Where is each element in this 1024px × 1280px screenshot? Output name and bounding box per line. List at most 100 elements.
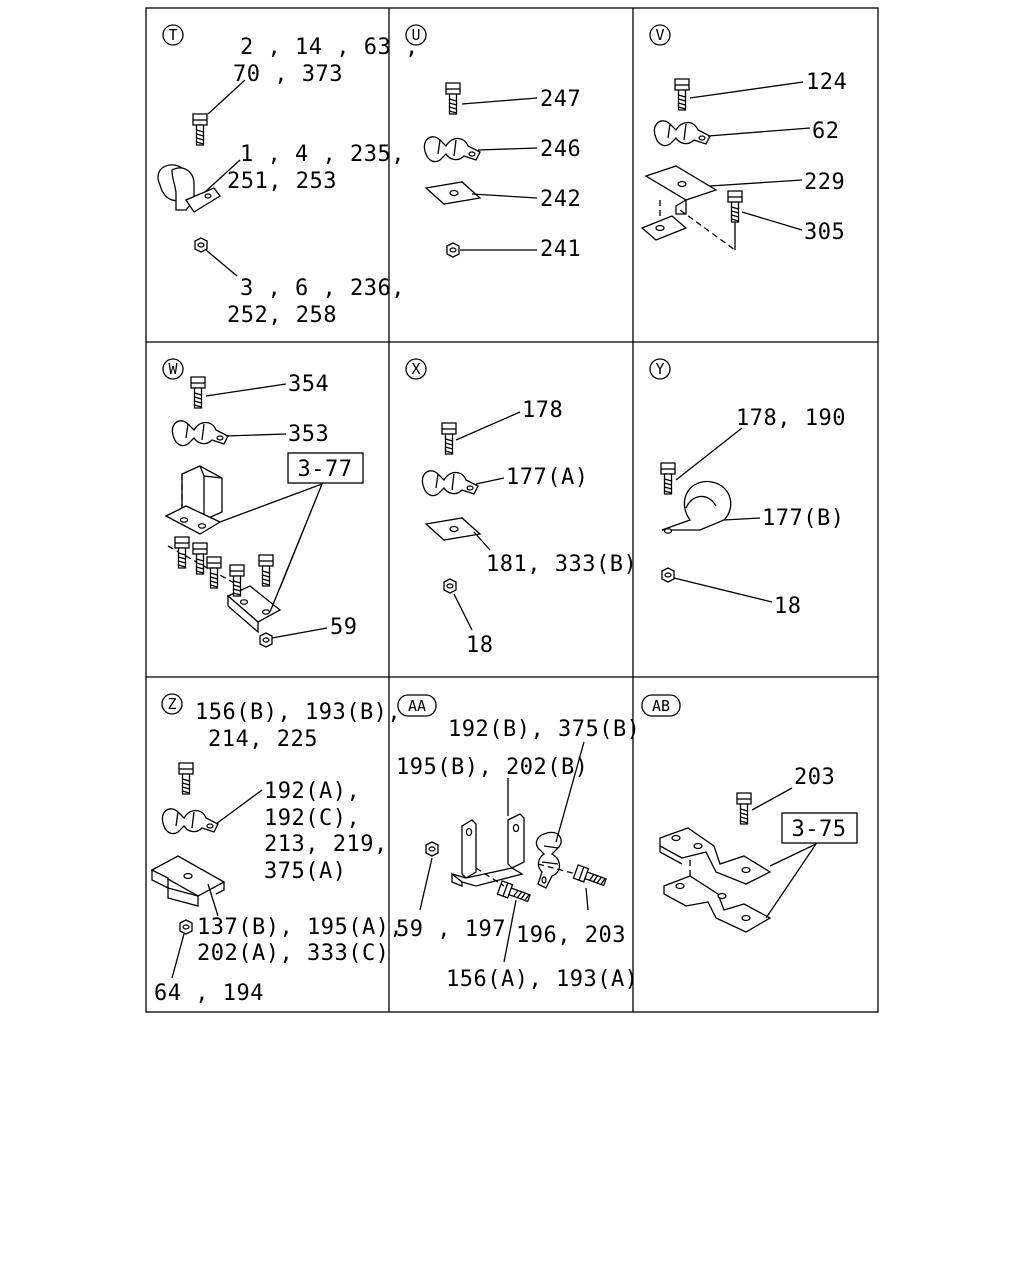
panel-grid [145,7,879,1013]
bolt-icon [674,78,690,111]
panel-t: T 2 , 14 , 63 , 70 , 373 1 , 4 , 235, 25… [157,24,419,328]
svg-text:AB: AB [652,697,670,715]
callout-label: 246 [540,137,581,162]
callout-label: 354 [288,372,329,397]
clip-icon [421,470,479,497]
bolt-icon [192,542,208,575]
svg-text:3-75: 3-75 [792,817,847,842]
callout-label: 375(A) [264,859,346,884]
callout-label: 242 [540,187,581,212]
callout-label: 195(B), 202(B) [396,755,588,780]
nut-icon [194,237,208,253]
callout-label: 178, 190 [736,406,846,431]
svg-text:3-77: 3-77 [298,457,353,482]
callout-label: 64 , 194 [154,981,264,1006]
reference-box: 3-77 [287,452,364,484]
callout-label: 214, 225 [208,727,318,752]
callout-label: 62 [812,119,840,144]
callout-label: 124 [806,70,847,95]
bracket-icon [640,165,736,251]
clip-icon [171,420,229,447]
panel-tag-v: V [649,24,671,46]
panel-tag-y: Y [649,358,671,380]
callout-label: 156(B), 193(B), [195,700,401,725]
panel-u: U 247 246 242 241 [405,24,581,262]
callout-label: 353 [288,422,329,447]
callout-label: 213, 219, [264,832,388,857]
svg-text:AA: AA [408,697,426,715]
bolt-icon [258,554,274,587]
bolt-icon [190,376,206,409]
reference-box: 3-75 [781,812,858,844]
panel-z: Z 156(B), 193(B), 214, 225 192(A), 192(C… [150,693,403,1006]
bolt-icon [206,556,222,589]
bolt-icon [660,462,676,495]
callout-label: 178 [522,398,563,423]
callout-label: 192(C), [264,806,360,831]
clip-icon [423,136,481,163]
callout-label: 59 , 197 [396,917,506,942]
bolt-icon [727,190,743,223]
nut-icon [179,919,193,935]
callout-label: 156(A), 193(A) [446,967,638,992]
bracket-icon [451,813,525,887]
callout-label: 2 , 14 , 63 , [240,35,419,60]
callout-label: 137(B), 195(A), [197,915,403,940]
bolt-icon [174,536,190,569]
svg-text:T: T [168,26,177,44]
nut-icon [259,632,273,648]
svg-text:Z: Z [167,695,176,713]
panel-tag-ab: AB [641,694,681,717]
nut-icon [661,567,675,583]
bracket-icon [659,827,772,933]
bolt-icon [178,762,194,795]
clip-icon [157,164,221,213]
callout-label: 203 [794,765,835,790]
bolt-icon [736,792,752,825]
panel-tag-t: T [162,24,184,46]
callout-label: 251, 253 [227,169,337,194]
svg-text:U: U [411,26,420,44]
svg-text:V: V [655,26,664,44]
plate-icon [425,517,481,541]
callout-label: 18 [466,633,494,658]
panel-tag-u: U [405,24,427,46]
bolt-icon [441,422,457,455]
callout-label: 18 [774,594,802,619]
panel-tag-w: W [162,358,184,380]
plate-icon [425,181,481,205]
clip-icon [661,480,732,534]
panel-w: W 354 353 3-77 59 [162,358,364,648]
clip-icon [653,120,711,147]
bolt-icon [572,864,608,890]
nut-icon [443,578,457,594]
callout-label: 59 [330,615,358,640]
panel-tag-x: X [405,358,427,380]
callout-label: 1 , 4 , 235, [240,142,405,167]
panel-v: V 124 62 229 305 [640,24,847,251]
bolt-icon [445,82,461,115]
nut-icon [425,841,439,857]
callout-label: 252, 258 [227,303,337,328]
callout-label: 241 [540,237,581,262]
callout-label: 229 [804,170,845,195]
panel-y: Y 178, 190 177(B) 18 [649,358,846,619]
panel-tag-z: Z [161,693,183,715]
clip-icon [535,831,562,889]
callout-label: 196, 203 [516,923,626,948]
svg-text:X: X [411,360,420,378]
callout-label: 247 [540,87,581,112]
panel-x: X 178 177(A) 181, 333(B) 18 [405,358,637,658]
callout-label: 192(A), [264,779,360,804]
callout-label: 202(A), 333(C) [197,941,389,966]
bolt-icon [192,113,208,146]
callout-label: 305 [804,220,845,245]
panel-tag-aa: AA [397,694,437,717]
clip-icon [161,808,219,835]
callout-label: 181, 333(B) [486,552,637,577]
svg-text:Y: Y [655,360,664,378]
panel-aa: AA 192(B), 375(B) 195(B), 202(B) 59 , 19… [396,694,640,992]
callout-label: 177(B) [762,506,844,531]
callout-label: 192(B), 375(B) [448,717,640,742]
